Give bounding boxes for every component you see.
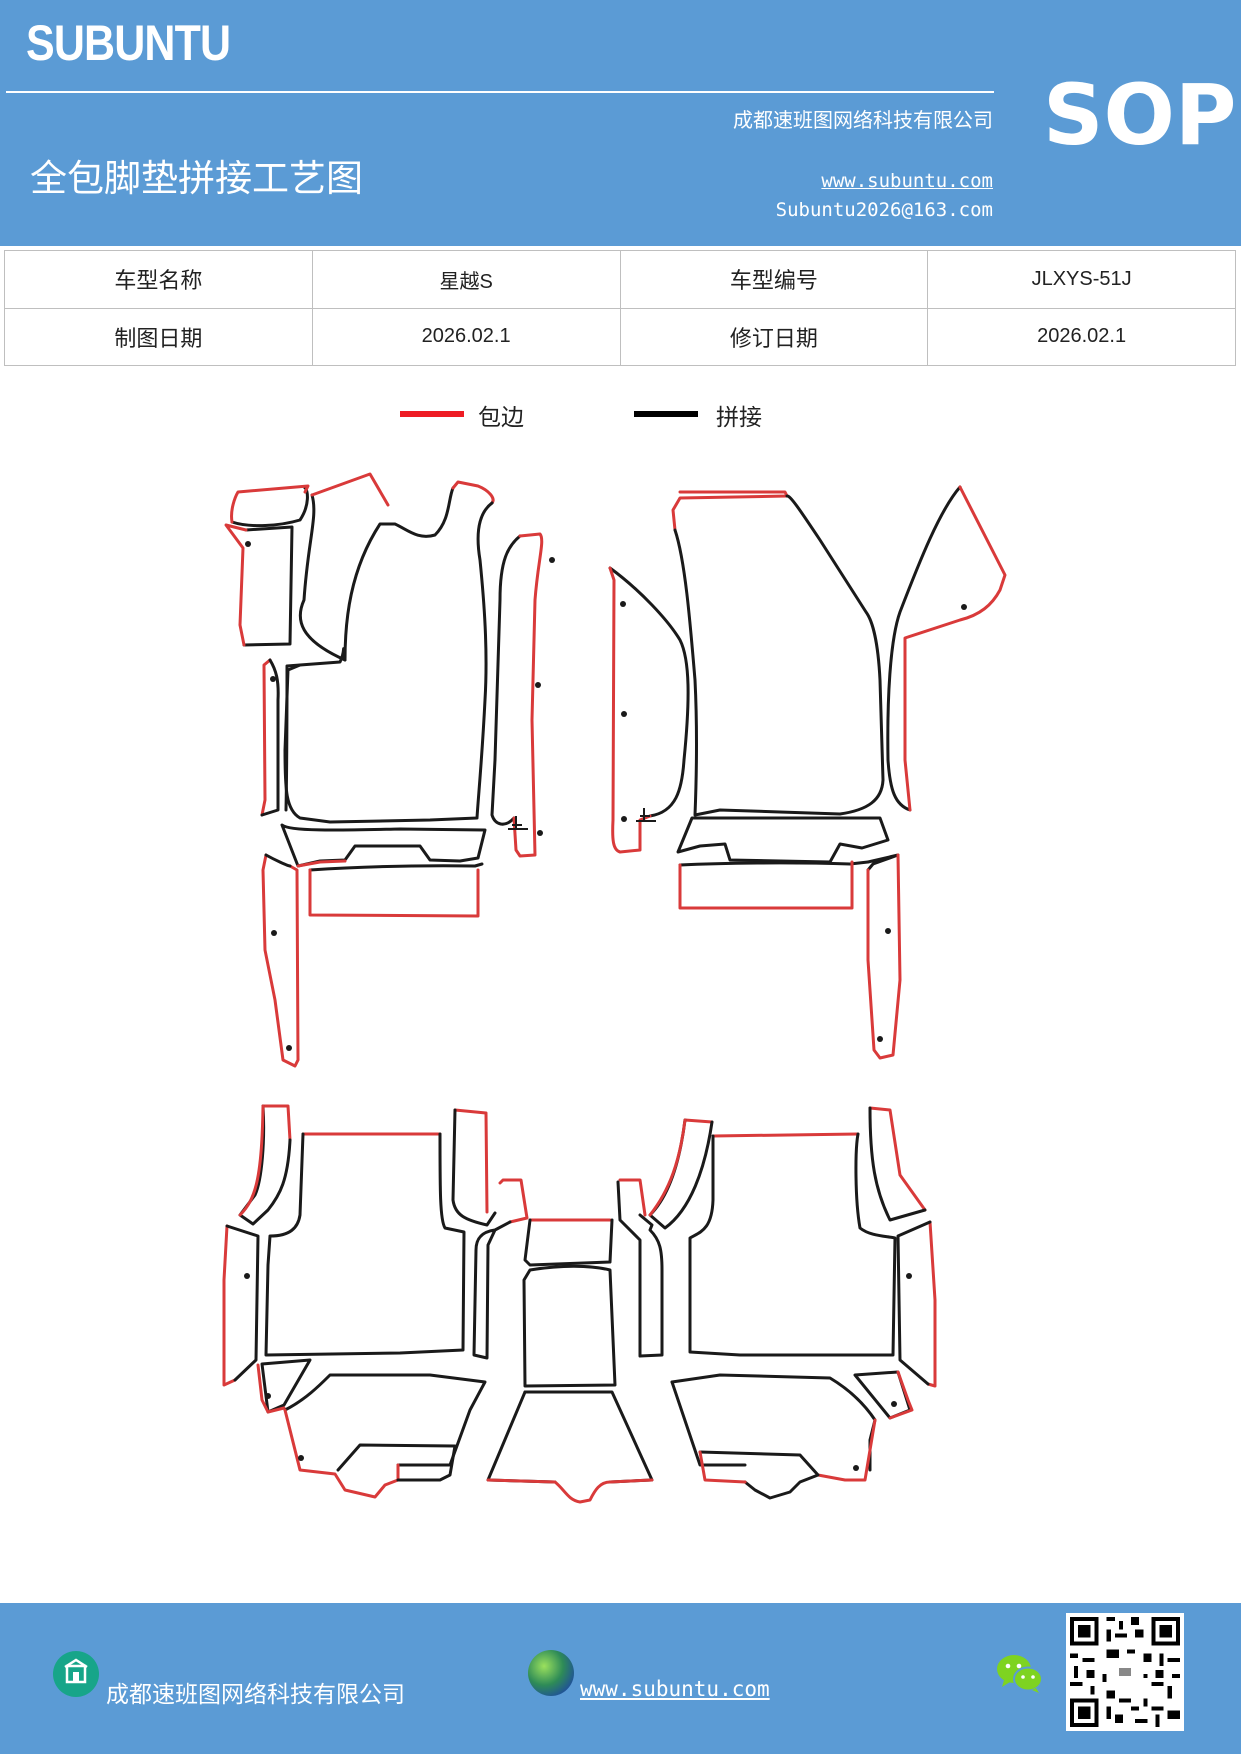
header-company: 成都速班图网络科技有限公司 — [733, 108, 993, 132]
legend-label: 拼接 — [716, 405, 762, 431]
footer-company: 成都速班图网络科技有限公司 — [106, 1682, 405, 1708]
rear-right-mat-group — [616, 1106, 937, 1500]
page-title: 全包脚垫拼接工艺图 — [30, 157, 363, 200]
table-cell-label: 车型名称 — [4, 250, 313, 309]
table-cell-label: 车型编号 — [619, 250, 929, 309]
footer-banner: 成都速班图网络科技有限公司 www.subuntu.com — [0, 1603, 1241, 1754]
table-row: 车型名称 星越S 车型编号 JLXYS-51J — [4, 250, 1236, 309]
table-row: 制图日期 2026.02.1 修订日期 2026.02.1 — [4, 307, 1236, 366]
company-icon — [53, 1651, 99, 1697]
junction-marks — [508, 808, 656, 830]
header-banner: SUBUNTU 成都速班图网络科技有限公司 全包脚垫拼接工艺图 www.subu… — [0, 0, 1241, 246]
brand-logo: SUBUNTU — [26, 15, 231, 71]
floor-mat-diagram — [222, 472, 1007, 1504]
table-cell-value: 2026.02.1 — [927, 307, 1236, 366]
rear-left-mat-group — [222, 1104, 529, 1499]
footer-website-link[interactable]: www.subuntu.com — [580, 1677, 770, 1701]
qr-code — [1066, 1613, 1184, 1731]
wechat-icon[interactable] — [996, 1653, 1044, 1699]
header-website-link[interactable]: www.subuntu.com — [821, 170, 993, 192]
marker-dots — [244, 541, 967, 1471]
vehicle-info-table: 车型名称 星越S 车型编号 JLXYS-51J 制图日期 2026.02.1 修… — [4, 250, 1236, 366]
rear-center-mat-group — [486, 1218, 654, 1504]
legend-label: 包边 — [478, 405, 524, 431]
table-cell-value: 2026.02.1 — [311, 307, 621, 366]
table-cell-value: JLXYS-51J — [927, 250, 1236, 309]
header-email: Subuntu2026@163.com — [775, 199, 993, 221]
front-right-mat-group — [608, 485, 1007, 1060]
table-cell-label: 制图日期 — [4, 307, 313, 366]
table-cell-label: 修订日期 — [619, 307, 929, 366]
legend-item-seam: 拼接 — [634, 398, 834, 438]
doc-type-label: SOP — [1043, 66, 1237, 164]
header-divider — [6, 91, 994, 93]
legend-swatch-red — [400, 411, 464, 417]
front-left-mat-group — [224, 472, 544, 1068]
legend-item-binding: 包边 — [400, 398, 600, 438]
legend-swatch-black — [634, 411, 698, 417]
globe-icon — [528, 1650, 574, 1696]
table-cell-value: 星越S — [311, 250, 621, 309]
